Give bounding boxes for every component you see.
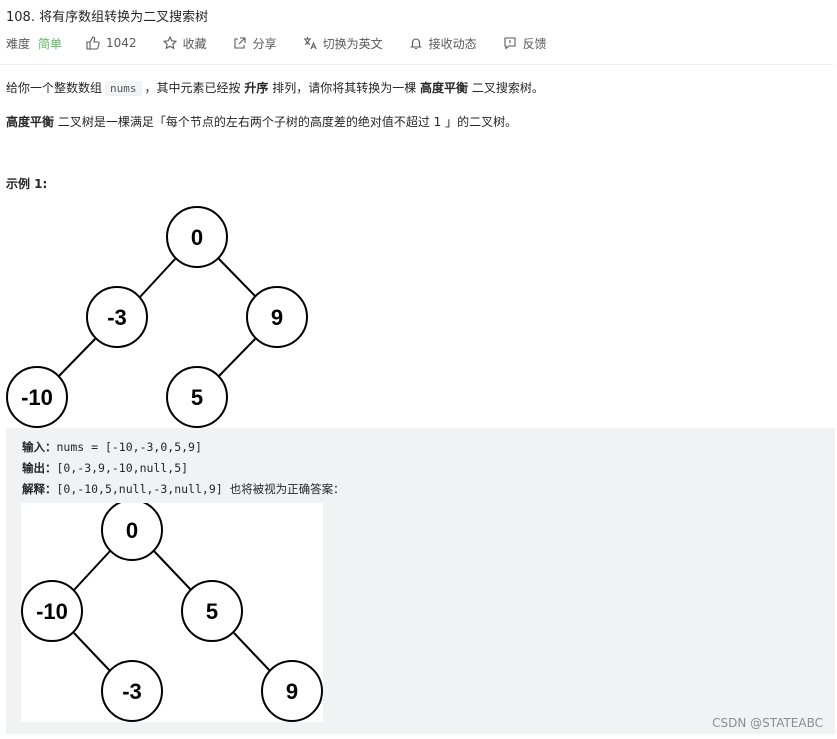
feedback-label: 反馈 [522,36,547,51]
description-paragraph-2: 高度平衡 二叉树是一棵满足「每个节点的左右两个子树的高度差的绝对值不超过 1 」… [6,113,517,131]
output-value: [0,-3,9,-10,null,5] [56,461,189,475]
tree-node-label: -10 [36,599,68,624]
problem-title: 108. 将有序数组转换为二叉搜索树 [6,10,209,25]
watermark: CSDN @STATEABC [712,716,823,730]
tree-edge [152,549,192,591]
tree-node [6,366,68,428]
text-segment: ，其中元素已经按 [144,81,241,95]
example-block: 输入：nums = [-10,-3,0,5,9] 输出：[0,-3,9,-10,… [6,428,835,734]
tree-node [86,286,148,348]
tree-edge [73,549,112,591]
tree-node-label: 9 [271,305,283,330]
tree-diagram-2: 0 -10 5 -3 9 [21,503,323,722]
tree-node [246,286,308,348]
tree-node-label: 5 [191,385,203,410]
translate-icon [303,37,317,50]
output-label: 输出： [22,461,57,475]
header-divider [0,64,833,65]
tree-edge [217,257,257,298]
favorite-label: 收藏 [182,36,207,51]
switch-language-button[interactable]: 切换为英文 [303,35,383,52]
example-title: 示例 1: [6,177,48,191]
tree-node-label: -3 [122,679,142,704]
bold-ascending: 升序 [244,81,269,95]
difficulty-label: 难度 [6,36,31,51]
input-value: nums = [-10,-3,0,5,9] [56,440,202,454]
share-button[interactable]: 分享 [233,35,277,52]
like-count: 1042 [106,36,137,50]
tree-edge [73,632,112,673]
tree-node-label: -10 [21,385,53,410]
text-segment: 二叉树是一棵满足「每个节点的左右两个子树的高度差的绝对值不超过 1 」的二叉树。 [57,115,518,129]
inline-code-nums: nums [105,81,142,96]
tree-node-label: 0 [126,518,138,543]
tree-node-label: 5 [206,599,218,624]
bold-height-balanced: 高度平衡 [420,81,469,95]
tree-node [101,660,163,722]
feedback-button[interactable]: 反馈 [503,35,547,52]
bold-height-balanced: 高度平衡 [6,115,55,129]
text-segment: 排列，请你将其转换为一棵 [272,81,417,95]
tree-edge [233,632,272,673]
thumbs-up-icon [86,36,100,50]
share-label: 分享 [252,36,277,51]
switch-language-label: 切换为英文 [322,36,383,51]
tree-edge [57,337,97,378]
share-icon [234,37,246,49]
subscribe-button[interactable]: 接收动态 [409,35,477,52]
tree-node-label: 0 [191,225,203,250]
tree-edge [139,257,177,298]
feedback-icon [504,37,516,50]
input-label: 输入： [22,440,57,454]
example-output: 输出：[0,-3,9,-10,null,5] [22,460,188,476]
tree-node [166,206,228,268]
example-input: 输入：nums = [-10,-3,0,5,9] [22,439,202,455]
difficulty-badge: 简单 [38,36,63,51]
subscribe-label: 接收动态 [428,36,477,51]
tree-node [181,580,243,642]
tree-node [166,366,228,428]
explanation-value: [0,-10,5,null,-3,null,9] 也将被视为正确答案： [56,482,345,496]
explanation-label: 解释： [22,482,57,496]
favorite-button[interactable]: 收藏 [162,35,207,52]
tree-node [21,580,83,642]
tree-node [101,503,163,561]
tree-diagram-1: 0 -3 9 -10 5 [6,206,308,428]
tree-node-label: -3 [107,305,127,330]
star-icon [162,36,177,50]
tree-edge [217,337,257,378]
like-button[interactable]: 1042 [86,36,137,50]
bell-icon [409,38,422,50]
text-segment: 二叉搜索树。 [471,81,544,95]
example-explanation: 解释：[0,-10,5,null,-3,null,9] 也将被视为正确答案： [22,481,345,497]
problem-meta-bar: 难度 简单 1042 收藏 分享 切换为英文 接收动态 反馈 [6,34,573,52]
tree-node-label: 9 [286,679,298,704]
tree-node [261,660,323,722]
text-segment: 给你一个整数数组 [6,81,103,95]
